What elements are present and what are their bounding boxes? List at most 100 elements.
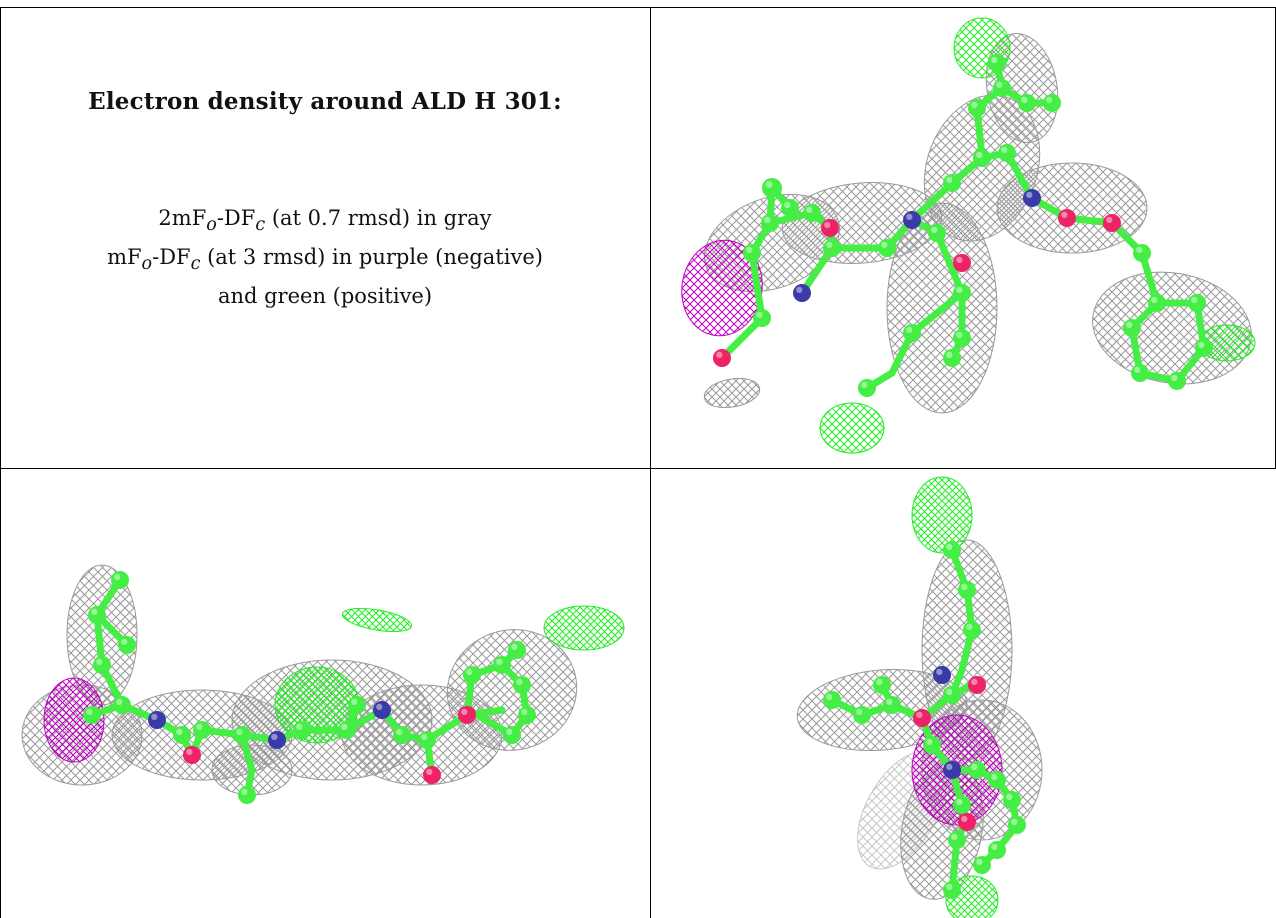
carbon-atom-23 <box>993 79 1011 97</box>
density-mesh-gray <box>701 374 763 412</box>
carbon-atom-1 <box>958 581 976 599</box>
nitrogen-atom-12 <box>943 761 961 779</box>
carbon-atom-1 <box>781 199 799 217</box>
oxygen-atom-13 <box>953 254 971 272</box>
figure-title: Electron density around ALD H 301: <box>88 88 562 115</box>
carbon-atom-10 <box>233 726 251 744</box>
density-view-1-image <box>674 17 1261 454</box>
bond-4 <box>798 216 916 297</box>
oxygen-atom-28 <box>1058 209 1076 227</box>
carbon-atom-13 <box>293 721 311 739</box>
carbon-atom-2 <box>88 606 106 624</box>
carbon-atom-4 <box>873 676 891 694</box>
bond-0 <box>748 209 834 257</box>
density-mesh-positive <box>819 402 885 454</box>
carbon-atom-20 <box>943 174 961 192</box>
carbon-atom-31 <box>1148 294 1166 312</box>
carbon-atom-32 <box>1123 319 1141 337</box>
map-legend: 2mFo-DFc (at 0.7 rmsd) in gray mFo-DFc (… <box>0 202 650 312</box>
carbon-atom-19 <box>953 796 971 814</box>
table-border-left <box>0 7 1 918</box>
density-mesh-positive <box>953 17 1011 79</box>
nitrogen-atom-11 <box>903 211 921 229</box>
nitrogen-atom-8 <box>793 284 811 302</box>
carbon-atom-0 <box>762 178 782 198</box>
density-view-3-image <box>793 476 1043 918</box>
carbon-atom-22 <box>943 881 961 899</box>
oxygen-atom-4 <box>821 219 839 237</box>
carbon-atom-34 <box>1168 372 1186 390</box>
carbon-atom-23 <box>513 676 531 694</box>
density-mesh-positive <box>543 605 625 651</box>
carbon-atom-30 <box>1133 244 1151 262</box>
carbon-atom-5 <box>83 706 101 724</box>
density-view-2-image <box>21 564 625 804</box>
carbon-atom-9 <box>193 721 211 739</box>
carbon-atom-3 <box>93 656 111 674</box>
carbon-atom-22 <box>968 99 986 117</box>
carbon-atom-3 <box>803 204 821 222</box>
table-border-top <box>0 7 1276 8</box>
carbon-atom-26 <box>508 641 526 659</box>
oxygen-atom-8 <box>913 709 931 727</box>
carbon-atom-24 <box>988 54 1006 72</box>
carbon-atom-21 <box>948 831 966 849</box>
density-view-2 <box>2 470 648 918</box>
density-mesh-gray <box>66 564 138 706</box>
bond-8 <box>863 289 966 392</box>
density-mesh-positive <box>340 604 414 636</box>
carbon-atom-4 <box>113 696 131 714</box>
carbon-atom-11 <box>923 736 941 754</box>
legend-line-fofc: mFo-DFc (at 3 rmsd) in purple (negative) <box>107 245 543 275</box>
carbon-atom-13 <box>968 761 986 779</box>
carbon-atom-18 <box>418 731 436 749</box>
bond-6 <box>908 216 966 342</box>
carbon-atom-15 <box>348 696 366 714</box>
carbon-atom-0 <box>943 541 961 559</box>
density-mesh-positive <box>911 476 973 554</box>
legend-line-colors: and green (positive) <box>217 284 433 309</box>
bond-7 <box>908 149 1011 224</box>
density-mesh-gray <box>839 740 965 880</box>
caption-cell: Electron density around ALD H 301: 2mFo-… <box>0 0 650 468</box>
carbon-atom-21 <box>998 144 1016 162</box>
carbon-atom-6 <box>853 706 871 724</box>
carbon-atom-21 <box>463 666 481 684</box>
carbon-atom-19 <box>973 149 991 167</box>
density-mesh-gray <box>977 28 1067 148</box>
bond-10 <box>973 84 1031 162</box>
carbon-atom-9 <box>943 686 961 704</box>
carbon-atom-5 <box>743 244 761 262</box>
density-mesh-gray <box>996 162 1148 254</box>
carbon-atom-22 <box>493 656 511 674</box>
carbon-atom-26 <box>1043 94 1061 112</box>
oxygen-atom-29 <box>1103 214 1121 232</box>
carbon-atom-35 <box>1195 339 1213 357</box>
carbon-atom-10 <box>878 239 896 257</box>
carbon-atom-9 <box>823 239 841 257</box>
carbon-atom-14 <box>953 284 971 302</box>
carbon-atom-17 <box>393 726 411 744</box>
density-view-1 <box>652 8 1274 466</box>
carbon-atom-7 <box>823 691 841 709</box>
oxygen-atom-10 <box>968 676 986 694</box>
carbon-atom-5 <box>883 696 901 714</box>
nitrogen-atom-3 <box>933 666 951 684</box>
carbon-atom-2 <box>963 621 981 639</box>
table-divider-vertical <box>650 7 651 918</box>
bond-3 <box>188 726 281 759</box>
carbon-atom-15 <box>1003 791 1021 809</box>
density-view-3 <box>652 470 1274 918</box>
nitrogen-atom-16 <box>373 701 391 719</box>
carbon-atom-14 <box>988 771 1006 789</box>
oxygen-atom-19 <box>423 766 441 784</box>
oxygen-atom-7 <box>713 349 731 367</box>
bond-3 <box>918 714 981 774</box>
carbon-atom-25 <box>503 726 521 744</box>
carbon-atom-17 <box>988 841 1006 859</box>
carbon-atom-16 <box>858 379 876 397</box>
carbon-atom-18 <box>973 856 991 874</box>
carbon-atom-12 <box>928 224 946 242</box>
oxygen-atom-20 <box>458 706 476 724</box>
